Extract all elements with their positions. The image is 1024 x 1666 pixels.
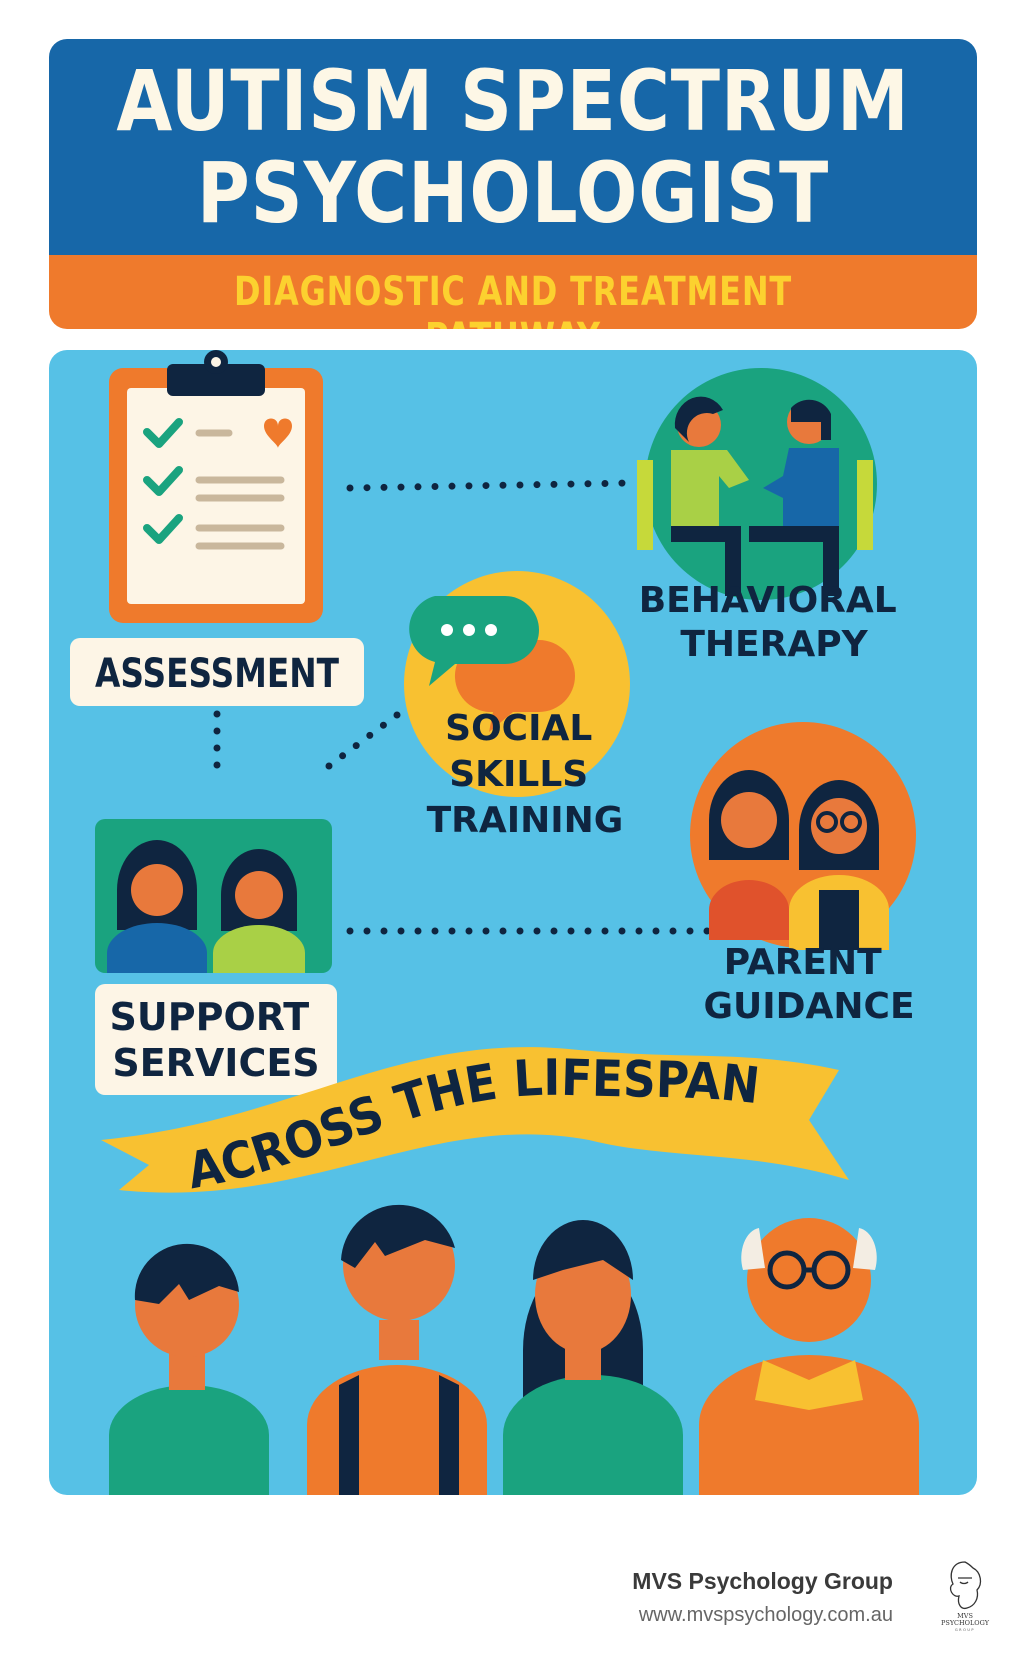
page-title-line-2: PSYCHOLOGIST: [196, 144, 830, 242]
page-subtitle: DIAGNOSTIC AND TREATMENT PATHWAY: [233, 269, 793, 329]
connector-support-social: [325, 699, 417, 770]
svg-text:MVS: MVS: [957, 1612, 973, 1620]
support-services-illustration: [95, 819, 332, 973]
face-line-logo-icon: [949, 1561, 982, 1610]
svg-text:PSYCHOLOGY: PSYCHOLOGY: [941, 1619, 990, 1627]
social-skills-illustration: [404, 571, 630, 797]
connector-assessment-behavioral: [346, 479, 635, 492]
clipboard-icon: [109, 350, 323, 623]
senior-man-figure: [699, 1218, 919, 1495]
subtitle-band: DIAGNOSTIC AND TREATMENT PATHWAY: [49, 255, 977, 329]
behavioral-therapy-illustration: [637, 368, 877, 600]
company-url[interactable]: www.mvspsychology.com.au: [638, 1604, 893, 1626]
social-skills-label: SOCIAL SKILLS TRAINING: [427, 708, 624, 841]
page-title-line-1: AUTISM SPECTRUM: [116, 52, 910, 150]
company-name: MVS Psychology Group: [632, 1568, 893, 1594]
assessment-label: ASSESSMENT: [70, 638, 364, 706]
lifespan-people-illustration: [109, 1204, 919, 1495]
behavioral-therapy-label: BEHAVIORAL THERAPY: [639, 580, 910, 665]
parent-guidance-label: PARENT GUIDANCE: [703, 942, 914, 1027]
svg-text:GROUP: GROUP: [955, 1628, 975, 1632]
svg-text:SUPPORT SERVICES: SUPPORT SERVICES: [110, 995, 323, 1085]
header-title-area: AUTISM SPECTRUM PSYCHOLOGIST: [49, 39, 977, 255]
parent-guidance-illustration: [690, 722, 916, 950]
company-logo: MVS PSYCHOLOGY GROUP: [941, 1561, 990, 1632]
chat-bubble-icon: [409, 596, 539, 686]
header-banner: AUTISM SPECTRUM PSYCHOLOGIST DIAGNOSTIC …: [49, 39, 977, 329]
heart-icon: [264, 418, 292, 448]
pathway-illustration: ASSESSMENT BEHAVIORAL THERAPY SOCIAL SKI…: [70, 350, 919, 1495]
support-services-label: SUPPORT SERVICES: [95, 984, 337, 1095]
assessment-label-text: ASSESSMENT: [95, 651, 340, 697]
pathway-panel: ASSESSMENT BEHAVIORAL THERAPY SOCIAL SKI…: [49, 350, 977, 1495]
teen-figure: [307, 1204, 487, 1495]
adult-woman-figure: [503, 1220, 683, 1495]
child-figure: [109, 1243, 269, 1495]
